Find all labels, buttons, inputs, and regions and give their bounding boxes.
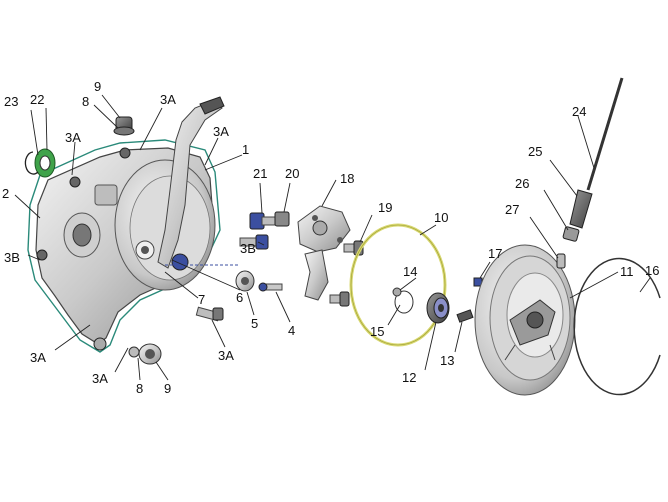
part-labels: 1 2 3A 3A 3A 3A 3A 3A 3B 3B 4 5 6 7 8 8 …: [2, 79, 659, 396]
label-9: 9: [94, 79, 101, 94]
nut-part-26: [562, 226, 580, 242]
label-4: 4: [288, 323, 295, 338]
leader-lines: [14, 94, 651, 381]
plug-part-9-bottom: [128, 343, 162, 365]
label-14: 14: [403, 264, 417, 279]
label-26: 26: [515, 176, 529, 191]
label-11: 11: [620, 264, 634, 279]
o-ring-part-10: [349, 223, 447, 347]
circlip-part-23: [24, 151, 39, 175]
label-3a: 3A: [213, 124, 229, 139]
bolt-part-19: [343, 240, 364, 256]
label-3b: 3B: [240, 241, 256, 256]
label-8: 8: [136, 381, 143, 396]
label-12: 12: [402, 370, 416, 385]
bolt-pump-lower: [329, 291, 350, 307]
label-27: 27: [505, 202, 519, 217]
label-19: 19: [378, 200, 392, 215]
label-23: 23: [4, 94, 18, 109]
bolt-3a-bottom: [195, 306, 224, 322]
label-24: 24: [572, 104, 586, 119]
label-3a: 3A: [160, 92, 176, 107]
label-1: 1: [242, 142, 249, 157]
kick-lever: [157, 96, 240, 271]
label-9: 9: [164, 381, 171, 396]
ignition-cover-part-11: [474, 244, 576, 396]
label-13: 13: [440, 353, 454, 368]
label-16: 16: [645, 263, 659, 278]
label-21: 21: [253, 166, 267, 181]
oil-seal-part-22: [34, 148, 56, 178]
washer-part-5: [235, 270, 255, 292]
label-8: 8: [82, 94, 89, 109]
label-17: 17: [488, 246, 502, 261]
impeller-part-12: [426, 292, 450, 324]
circlip-part-16: [573, 257, 661, 396]
label-10: 10: [434, 210, 448, 225]
water-pump-cover-part-18: [297, 205, 351, 301]
label-20: 20: [285, 166, 299, 181]
dipstick-part-24: [586, 77, 624, 191]
label-7: 7: [198, 292, 205, 307]
bolts-20-21: [239, 211, 290, 250]
plug-part-9-top: [113, 116, 135, 136]
gasket-part-2: [27, 139, 221, 353]
label-3a: 3A: [92, 371, 108, 386]
circlip-part-15: [394, 290, 414, 314]
clutch-cover-part-1: [35, 147, 216, 351]
label-5: 5: [251, 316, 258, 331]
label-18: 18: [340, 171, 354, 186]
label-3a: 3A: [30, 350, 46, 365]
pin-part-4: [258, 282, 283, 292]
label-3a: 3A: [65, 130, 81, 145]
label-3b: 3B: [4, 250, 20, 265]
label-2: 2: [2, 186, 9, 201]
label-22: 22: [30, 92, 44, 107]
grip-part-25: [569, 189, 593, 229]
spring-part-13: [456, 309, 474, 323]
label-3a: 3A: [218, 348, 234, 363]
label-6: 6: [236, 290, 243, 305]
label-15: 15: [370, 324, 384, 339]
ball-part-14: [392, 287, 402, 297]
tip-part-27: [556, 253, 566, 269]
label-25: 25: [528, 144, 542, 159]
